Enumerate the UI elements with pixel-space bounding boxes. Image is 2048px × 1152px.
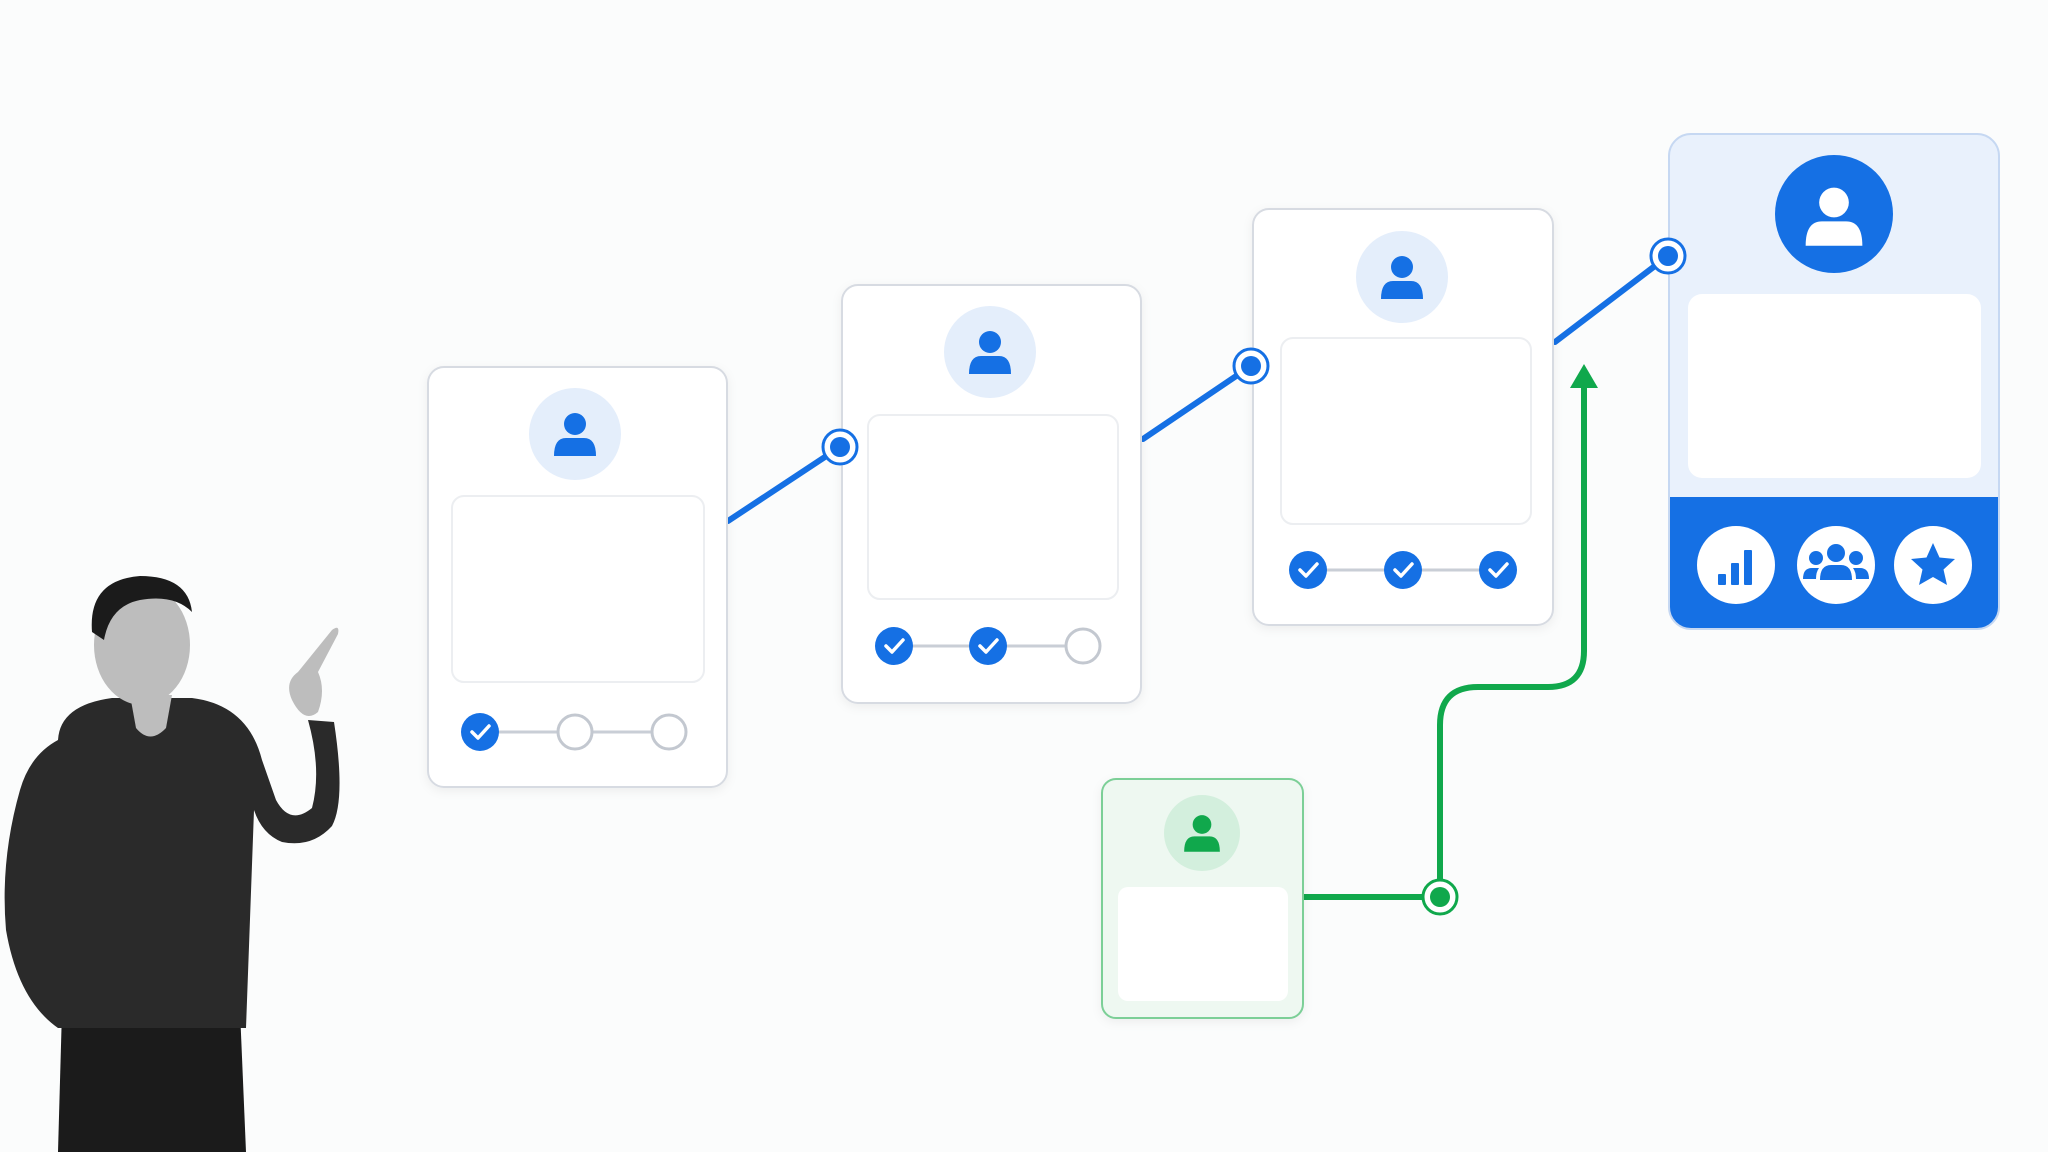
analytics-action[interactable] <box>1697 526 1775 604</box>
check-icon <box>1393 562 1414 578</box>
presenter-figure <box>4 576 340 1152</box>
check-icon <box>1488 562 1509 578</box>
presenter-pointing-hand <box>289 627 339 716</box>
check-icon <box>1298 562 1319 578</box>
step-1-complete <box>461 713 499 751</box>
progress-tracker <box>875 627 1102 665</box>
team-icon <box>1803 544 1869 580</box>
arrow-up-icon <box>1570 364 1598 388</box>
step-3-pending <box>650 713 688 751</box>
final-actions <box>1697 526 1972 604</box>
connector-line-3 <box>1552 253 1671 345</box>
green-content-panel <box>1118 887 1288 1001</box>
node-2 <box>1232 347 1270 385</box>
final-content-panel <box>1688 294 1981 478</box>
connector-nodes <box>821 237 1687 916</box>
presenter-neck <box>130 695 172 737</box>
step-2-complete <box>969 627 1007 665</box>
presenter-pants <box>58 1010 246 1152</box>
presenter-hair <box>91 576 192 640</box>
check-icon <box>978 638 999 654</box>
favorite-action[interactable] <box>1894 526 1972 604</box>
stage-card-1 <box>427 366 728 788</box>
final-stage-card <box>1668 133 2000 630</box>
connector-line-2 <box>1140 363 1254 442</box>
node-green <box>1421 878 1459 916</box>
bar-chart-icon <box>1718 550 1752 585</box>
final-card-frame <box>1668 133 2000 630</box>
node-3 <box>1649 237 1687 275</box>
check-icon <box>470 724 491 740</box>
step-2-complete <box>1384 551 1422 589</box>
step-3-pending <box>1064 627 1102 665</box>
stage-card-2 <box>841 284 1142 704</box>
step-1-complete <box>875 627 913 665</box>
step-3-complete <box>1479 551 1517 589</box>
progress-tracker <box>461 713 688 751</box>
progress-tracker <box>1289 551 1517 589</box>
stage-card-3 <box>1252 208 1554 626</box>
side-entry-card <box>1101 778 1304 1019</box>
content-panel <box>867 414 1119 600</box>
content-panel <box>1280 337 1532 525</box>
node-1 <box>821 428 859 466</box>
content-panel <box>451 495 705 683</box>
step-1-complete <box>1289 551 1327 589</box>
check-icons <box>470 562 1509 740</box>
green-path <box>1301 383 1587 900</box>
star-icon <box>1911 543 1955 585</box>
presenter-sweater <box>4 698 340 1028</box>
progress-connectors <box>725 253 1671 524</box>
presenter-head <box>94 585 190 705</box>
check-icon <box>884 638 905 654</box>
connector-line-1 <box>725 444 843 524</box>
side-entry-path <box>1301 364 1598 900</box>
step-2-pending <box>556 713 594 751</box>
team-action[interactable] <box>1797 526 1875 604</box>
